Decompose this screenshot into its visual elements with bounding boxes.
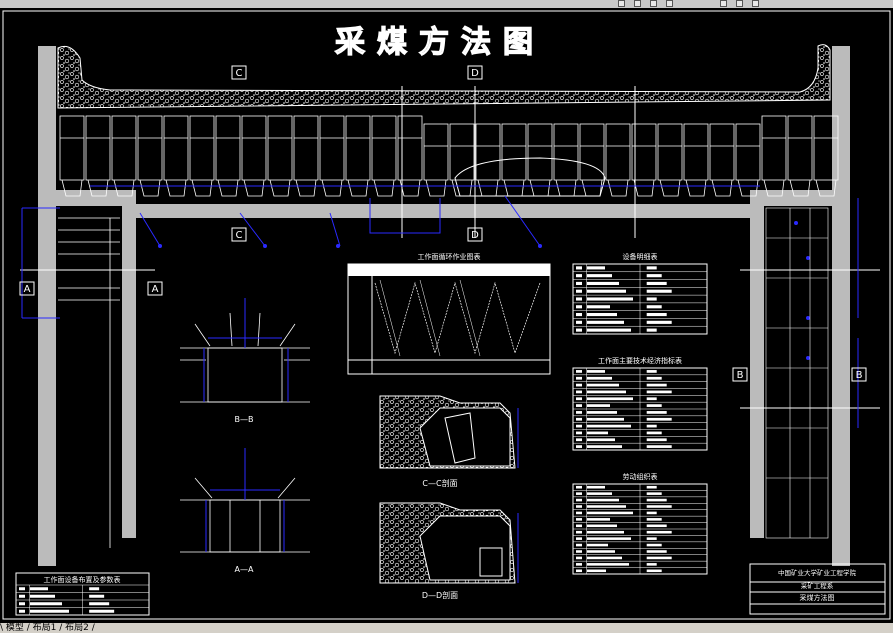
section-label-b-left: B: [737, 370, 744, 381]
toolbar-button-icon[interactable]: [736, 0, 743, 7]
main-params-table: 工作面主要技术经济指标表: [572, 356, 708, 451]
right-corner-fill: [750, 190, 832, 206]
cycle-chart-table: 工作面循环作业图表: [347, 252, 551, 375]
title-block-drawing-name: 采煤方法图: [800, 593, 835, 602]
drawing-svg: 采煤方法图: [2, 10, 891, 620]
survey-points: [158, 221, 810, 360]
dimension-lines: [21, 185, 859, 428]
section-label-a-right: A: [152, 284, 159, 295]
toolbar-button-icon[interactable]: [634, 0, 641, 7]
layout-tabs-bar[interactable]: \ 模型 / 布局1 / 布局2 /: [0, 623, 893, 633]
shearer: [454, 157, 606, 197]
main-params-title: 工作面主要技术经济指标表: [598, 356, 682, 365]
d-section-profile: D—D剖面: [379, 502, 519, 600]
labor-table-title: 劳动组织表: [623, 472, 658, 481]
title-block-major: 采矿工程系: [801, 581, 834, 590]
c-section-profile: C—C剖面: [379, 395, 519, 488]
section-label-c-bottom: C: [236, 230, 243, 241]
drawing-title: 采煤方法图: [335, 25, 545, 60]
drawing-frame: [2, 10, 891, 620]
hydraulic-supports: [59, 115, 839, 197]
section-label-b-right: B: [856, 370, 863, 381]
c-section-caption: C—C剖面: [422, 478, 457, 488]
title-block: 中国矿业大学矿业工程学院 采矿工程系 采煤方法图: [749, 563, 886, 615]
labor-table: 劳动组织表: [572, 472, 708, 575]
toolbar-button-icon[interactable]: [618, 0, 625, 7]
cycle-chart-title: 工作面循环作业图表: [418, 252, 481, 261]
b-section-caption: B—B: [235, 415, 254, 424]
a-section-dims: [205, 448, 285, 552]
a-section-caption: A—A: [235, 565, 254, 574]
toolbar-button-icon[interactable]: [666, 0, 673, 7]
b-section-dims: [203, 298, 289, 402]
face-roadway: [122, 204, 764, 218]
right-roadway-detail: [765, 207, 829, 539]
equipment-list-table: 设备明细表: [572, 252, 708, 335]
toolbar-button-icon[interactable]: [752, 0, 759, 7]
right-inner-wall: [750, 208, 764, 538]
equipment-list-title: 设备明细表: [623, 252, 658, 261]
right-roadway-wall: [832, 46, 850, 566]
d-section-caption: D—D剖面: [422, 590, 458, 600]
title-block-school: 中国矿业大学矿业工程学院: [778, 568, 857, 577]
left-roadway-detail: [58, 217, 120, 548]
toolbar-button-icon[interactable]: [720, 0, 727, 7]
section-label-a-left: A: [24, 284, 31, 295]
roof-rock-layer: [57, 44, 831, 109]
cad-drawing-canvas[interactable]: 采煤方法图: [0, 8, 893, 623]
section-label-d-bottom: D: [471, 230, 479, 241]
left-inner-wall: [122, 208, 136, 538]
face-equipment-table: 工作面设备布置及参数表: [15, 572, 150, 616]
left-corner-fill: [56, 190, 136, 206]
layout-tabs[interactable]: \ 模型 / 布局1 / 布局2 /: [0, 623, 95, 633]
left-roadway-wall: [38, 46, 56, 566]
toolbar-strip: [0, 0, 893, 8]
toolbar-button-icon[interactable]: [650, 0, 657, 7]
section-label-c-top: C: [236, 68, 243, 79]
face-equipment-title: 工作面设备布置及参数表: [44, 575, 121, 584]
section-label-d-top: D: [471, 68, 479, 79]
